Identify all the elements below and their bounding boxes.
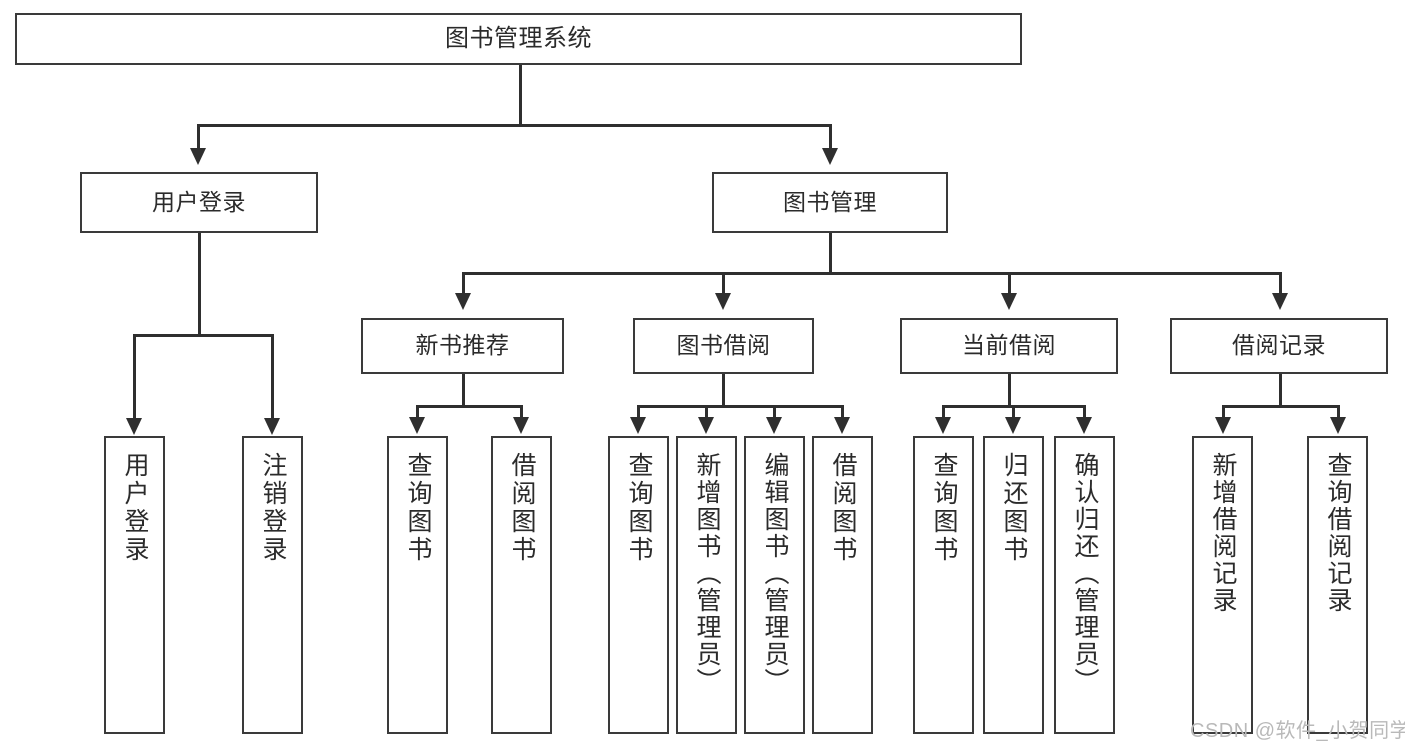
- arrow-cb-child-3: [1076, 417, 1092, 434]
- connector-bb-drop-1: [637, 405, 640, 418]
- connector-root-stem: [519, 65, 522, 125]
- connector-current-borrow-stem: [1008, 374, 1011, 407]
- node-label: 借阅图书: [508, 452, 536, 564]
- connector-bb-drop-2: [705, 405, 708, 418]
- arrow-root-to-user-login: [190, 148, 206, 165]
- leaf-user-login-logout[interactable]: 注销登录: [242, 436, 303, 734]
- connector-root-right-drop: [829, 124, 832, 149]
- connector-book-borrow-bar: [637, 405, 842, 408]
- node-borrow-record[interactable]: 借阅记录: [1170, 318, 1388, 374]
- node-label: 查询借阅记录: [1324, 452, 1352, 614]
- leaf-current-borrow-return-book[interactable]: 归还图书: [983, 436, 1044, 734]
- arrow-br-child-2: [1330, 417, 1346, 434]
- node-label: 编辑图书（管理员）: [761, 452, 789, 695]
- node-book-management[interactable]: 图书管理: [712, 172, 948, 233]
- node-root-book-management-system[interactable]: 图书管理系统: [15, 13, 1022, 65]
- arrow-bb-child-1: [630, 417, 646, 434]
- connector-new-book-drop-2: [520, 405, 523, 418]
- connector-br-drop-1: [1222, 405, 1225, 418]
- leaf-book-borrow-query-book[interactable]: 查询图书: [608, 436, 669, 734]
- node-label: 图书管理: [783, 188, 877, 215]
- node-label: 图书管理系统: [445, 24, 592, 52]
- connector-new-book-bar: [416, 405, 522, 408]
- connector-user-login-stem: [198, 233, 201, 335]
- leaf-current-borrow-confirm-return-admin[interactable]: 确认归还（管理员）: [1054, 436, 1115, 734]
- node-new-book-recommend[interactable]: 新书推荐: [361, 318, 564, 374]
- node-label: 确认归还（管理员）: [1071, 452, 1099, 695]
- node-label: 新书推荐: [415, 332, 510, 359]
- arrow-cb-child-1: [935, 417, 951, 434]
- node-current-borrow[interactable]: 当前借阅: [900, 318, 1118, 374]
- leaf-borrow-record-query-record[interactable]: 查询借阅记录: [1307, 436, 1368, 734]
- arrow-cb-child-2: [1005, 417, 1021, 434]
- arrow-user-login-child-2: [264, 418, 280, 435]
- leaf-user-login-login[interactable]: 用户登录: [104, 436, 165, 734]
- connector-bb-drop-4: [841, 405, 844, 418]
- leaf-book-borrow-borrow-book[interactable]: 借阅图书: [812, 436, 873, 734]
- connector-cb-drop-3: [1083, 405, 1086, 418]
- node-label: 注销登录: [259, 452, 287, 564]
- connector-bm-drop-3: [1008, 272, 1011, 294]
- leaf-current-borrow-query-book[interactable]: 查询图书: [913, 436, 974, 734]
- connector-user-login-drop-2: [271, 334, 274, 419]
- node-label: 用户登录: [152, 188, 246, 215]
- connector-bm-drop-1: [462, 272, 465, 294]
- node-user-login[interactable]: 用户登录: [80, 172, 318, 233]
- node-label: 查询图书: [625, 452, 653, 564]
- connector-root-left-drop: [197, 124, 200, 149]
- arrow-bb-child-2: [698, 417, 714, 434]
- connector-br-drop-2: [1337, 405, 1340, 418]
- node-label: 查询图书: [930, 452, 958, 564]
- connector-cb-drop-1: [942, 405, 945, 418]
- node-label: 用户登录: [121, 452, 149, 564]
- arrow-bm-to-book-borrow: [715, 293, 731, 310]
- watermark-text: CSDN @软件_小贺同学: [1190, 720, 1405, 742]
- leaf-book-borrow-add-book-admin[interactable]: 新增图书（管理员）: [676, 436, 737, 734]
- arrow-bm-to-borrow-record: [1272, 293, 1288, 310]
- connector-book-borrow-stem: [722, 374, 725, 407]
- node-label: 归还图书: [1000, 452, 1028, 564]
- connector-user-login-drop-1: [133, 334, 136, 419]
- node-label: 借阅记录: [1232, 332, 1326, 359]
- arrow-bb-child-4: [834, 417, 850, 434]
- node-book-borrow[interactable]: 图书借阅: [633, 318, 814, 374]
- connector-bm-drop-4: [1279, 272, 1282, 294]
- leaf-new-book-query-book[interactable]: 查询图书: [387, 436, 448, 734]
- arrow-user-login-child-1: [126, 418, 142, 435]
- arrow-root-to-book-management: [822, 148, 838, 165]
- node-label: 查询图书: [404, 452, 432, 564]
- connector-new-book-drop-1: [416, 405, 419, 418]
- leaf-new-book-borrow-book[interactable]: 借阅图书: [491, 436, 552, 734]
- connector-borrow-record-stem: [1279, 374, 1282, 407]
- node-label: 图书借阅: [676, 332, 771, 359]
- leaf-borrow-record-add-record[interactable]: 新增借阅记录: [1192, 436, 1253, 734]
- node-label: 新增图书（管理员）: [693, 452, 721, 695]
- connector-new-book-stem: [462, 374, 465, 407]
- arrow-new-book-child-2: [513, 417, 529, 434]
- leaf-book-borrow-edit-book-admin[interactable]: 编辑图书（管理员）: [744, 436, 805, 734]
- connector-user-login-bar: [133, 334, 273, 337]
- arrow-br-child-1: [1215, 417, 1231, 434]
- connector-bb-drop-3: [773, 405, 776, 418]
- connector-cb-drop-2: [1012, 405, 1015, 418]
- connector-root-bar: [197, 124, 832, 127]
- node-label: 借阅图书: [829, 452, 857, 564]
- connector-book-management-stem: [829, 233, 832, 273]
- connector-book-management-bar: [462, 272, 1282, 275]
- arrow-bm-to-current-borrow: [1001, 293, 1017, 310]
- connector-bm-drop-2: [722, 272, 725, 294]
- arrow-new-book-child-1: [409, 417, 425, 434]
- arrow-bm-to-new-book: [455, 293, 471, 310]
- connector-borrow-record-bar: [1222, 405, 1339, 408]
- node-label: 当前借阅: [962, 332, 1056, 359]
- node-label: 新增借阅记录: [1209, 452, 1237, 614]
- arrow-bb-child-3: [766, 417, 782, 434]
